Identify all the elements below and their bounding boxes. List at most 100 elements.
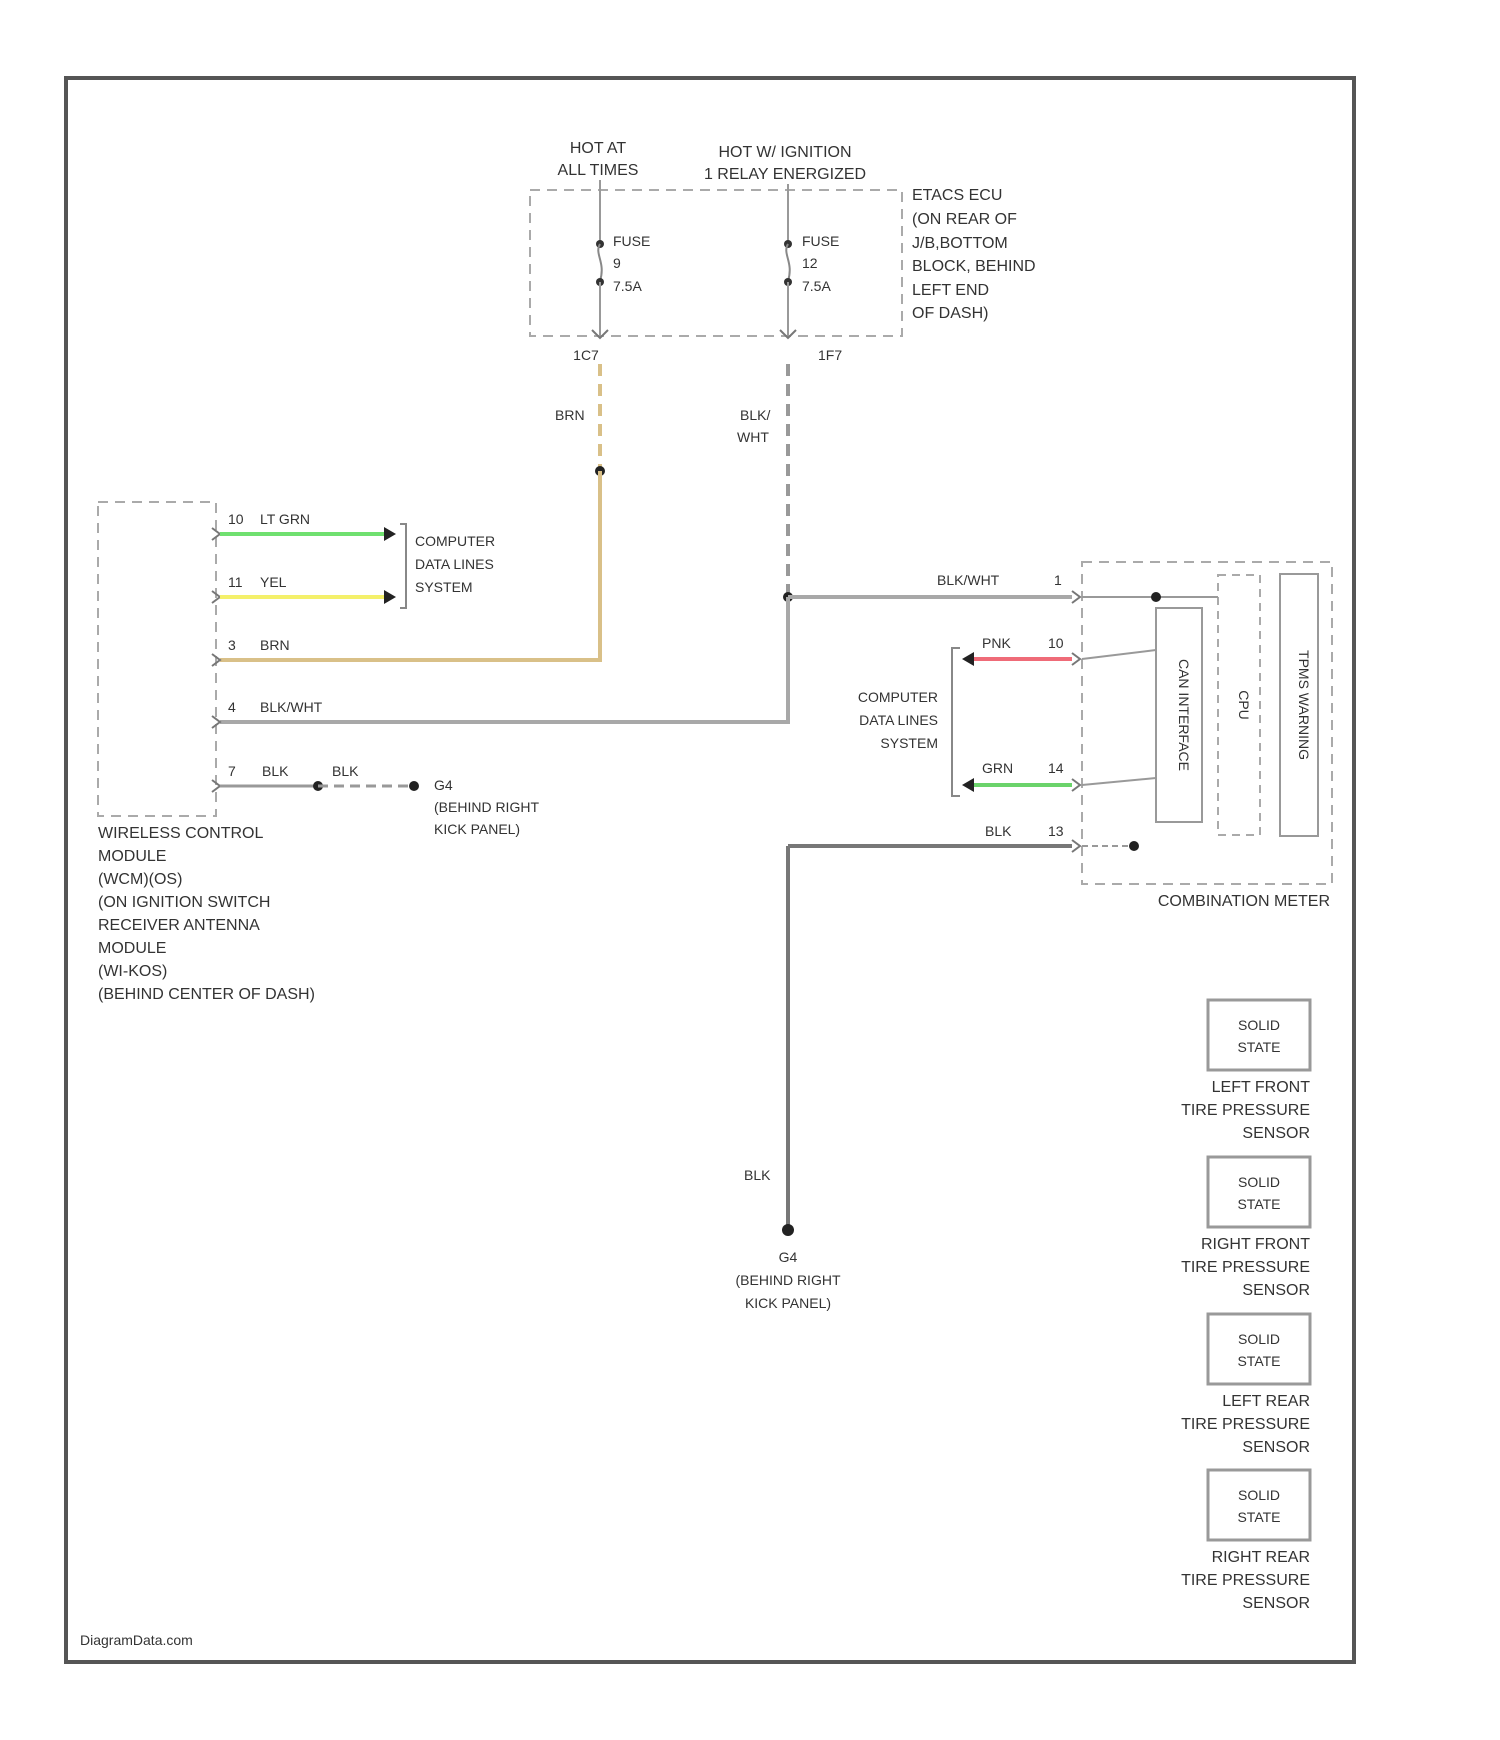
wcm-pin-3-color: BRN xyxy=(260,637,290,653)
sensor-box xyxy=(1208,1000,1310,1070)
tire-sensor-left-front: SOLID STATE LEFT FRONT TIRE PRESSURE SEN… xyxy=(1181,1000,1310,1142)
sensor-label-2: TIRE PRESSURE xyxy=(1181,1416,1310,1433)
brn-wire-label: BRN xyxy=(555,407,585,423)
sensor-label-1: RIGHT FRONT xyxy=(1201,1236,1310,1253)
fuse-a-terminal-label: 1C7 xyxy=(573,347,599,363)
wcm-data-lines-1: COMPUTER xyxy=(415,533,495,549)
meter-pin-13-label: 13 xyxy=(1048,823,1064,839)
wcm-data-lines-3: SYSTEM xyxy=(415,579,473,595)
fuse-b-element xyxy=(786,244,789,281)
wcm-name-7: (WI-KOS) xyxy=(98,963,167,980)
meter-pin-14-connector xyxy=(1072,779,1080,791)
fuse-a-label-3: 7.5A xyxy=(613,278,642,294)
combination-meter: CAN INTERFACE CPU TPMS WARNING 1 PNK 10 … xyxy=(858,562,1332,910)
sensor-state-1: SOLID xyxy=(1238,1487,1280,1503)
wcm-lt-grn-arrow xyxy=(384,527,396,541)
fuse-a-label-1: FUSE xyxy=(613,233,650,249)
main-ground-loc-2: KICK PANEL) xyxy=(745,1295,831,1311)
meter-pin-1-label: 1 xyxy=(1054,572,1062,588)
blk-wht-meter-label: BLK/WHT xyxy=(937,572,1000,588)
sensor-box xyxy=(1208,1314,1310,1384)
meter-pin-10-label: 10 xyxy=(1048,635,1064,651)
blk-wht-wire-label-1: BLK/ xyxy=(740,407,770,423)
meter-pnk-inner xyxy=(1082,650,1156,659)
meter-power-splice xyxy=(1151,592,1161,602)
wcm-name-3: (WCM)(OS) xyxy=(98,871,182,888)
wcm-name-2: MODULE xyxy=(98,848,166,865)
diagram-frame xyxy=(66,78,1354,1662)
sensor-state-2: STATE xyxy=(1237,1039,1280,1055)
main-ground-wire-label: BLK xyxy=(744,1167,771,1183)
wcm-pin-4-label: 4 xyxy=(228,699,236,715)
wireless-control-module: 10 LT GRN 11 YEL COMPUTER DATA LINES SYS… xyxy=(98,502,539,1003)
fuse-b-terminal-label: 1F7 xyxy=(818,347,842,363)
sensor-label-3: SENSOR xyxy=(1242,1282,1310,1299)
sensor-state-1: SOLID xyxy=(1238,1331,1280,1347)
sensor-box xyxy=(1208,1470,1310,1540)
fuse-a-label-2: 9 xyxy=(613,255,621,271)
sensor-label-2: TIRE PRESSURE xyxy=(1181,1259,1310,1276)
meter-data-lines-3: SYSTEM xyxy=(880,735,938,751)
wcm-name-4: (ON IGNITION SWITCH xyxy=(98,894,270,911)
sensor-box xyxy=(1208,1157,1310,1227)
main-ground-dot xyxy=(782,1224,794,1236)
wcm-pin-11-color: YEL xyxy=(260,574,287,590)
wcm-ground-loc-1: (BEHIND RIGHT xyxy=(434,799,539,815)
tire-sensor-left-rear: SOLID STATE LEFT REAR TIRE PRESSURE SENS… xyxy=(1181,1314,1310,1456)
meter-blk-color: BLK xyxy=(985,823,1012,839)
main-ground-loc-1: (BEHIND RIGHT xyxy=(736,1272,841,1288)
fuse-block: HOT AT ALL TIMES HOT W/ IGNITION 1 RELAY… xyxy=(530,140,1036,363)
tire-sensor-right-front: SOLID STATE RIGHT FRONT TIRE PRESSURE SE… xyxy=(1181,1157,1310,1299)
wcm-pin-3-label: 3 xyxy=(228,637,236,653)
wcm-ground-wire-label: BLK xyxy=(332,763,359,779)
fuse-block-desc-5: LEFT END xyxy=(912,282,989,299)
wcm-pin-4-color: BLK/WHT xyxy=(260,699,323,715)
meter-data-lines-2: DATA LINES xyxy=(859,712,938,728)
wcm-name-8: (BEHIND CENTER OF DASH) xyxy=(98,986,315,1003)
sensor-label-2: TIRE PRESSURE xyxy=(1181,1572,1310,1589)
wcm-pin-10-label: 10 xyxy=(228,511,244,527)
sensor-label-3: SENSOR xyxy=(1242,1439,1310,1456)
wcm-data-lines-2: DATA LINES xyxy=(415,556,494,572)
main-ground-id: G4 xyxy=(779,1249,798,1265)
fuse-block-desc-1: ETACS ECU xyxy=(912,187,1002,204)
meter-name: COMBINATION METER xyxy=(1158,893,1330,910)
sensor-label-3: SENSOR xyxy=(1242,1125,1310,1142)
hot-ign-relay-label-2: 1 RELAY ENERGIZED xyxy=(704,166,866,183)
fuse-b-label-3: 7.5A xyxy=(802,278,831,294)
wcm-pin-7-color: BLK xyxy=(262,763,289,779)
meter-grn-color: GRN xyxy=(982,760,1013,776)
wcm-pin-4-connector xyxy=(212,716,220,728)
wcm-name-5: RECEIVER ANTENNA xyxy=(98,917,260,934)
fuse-b-label-1: FUSE xyxy=(802,233,839,249)
sensor-state-2: STATE xyxy=(1237,1196,1280,1212)
meter-cpu-label: CPU xyxy=(1236,690,1252,720)
meter-data-lines-bracket xyxy=(952,648,960,796)
fuse-a-element xyxy=(598,244,601,281)
sensor-state-2: STATE xyxy=(1237,1509,1280,1525)
meter-pnk-color: PNK xyxy=(982,635,1011,651)
wcm-yel-arrow xyxy=(384,590,396,604)
tire-sensor-right-rear: SOLID STATE RIGHT REAR TIRE PRESSURE SEN… xyxy=(1181,1470,1310,1612)
fuse-block-outline xyxy=(530,190,902,336)
fuse-block-desc-6: OF DASH) xyxy=(912,305,988,322)
blk-wht-wire-label-2: WHT xyxy=(737,429,769,445)
hot-at-all-times-label-1: HOT AT xyxy=(570,140,627,157)
wcm-outline xyxy=(98,502,216,816)
sensor-label-1: LEFT FRONT xyxy=(1212,1079,1311,1096)
meter-warning-label: TPMS WARNING xyxy=(1296,650,1312,760)
hot-at-all-times-label-2: ALL TIMES xyxy=(558,162,639,179)
meter-data-lines-1: COMPUTER xyxy=(858,689,938,705)
meter-grn-arrow xyxy=(962,778,974,792)
meter-grn-inner xyxy=(1082,778,1156,785)
meter-pnk-arrow xyxy=(962,652,974,666)
sensor-label-1: LEFT REAR xyxy=(1222,1393,1310,1410)
meter-pin-10-connector xyxy=(1072,653,1080,665)
sensor-state-1: SOLID xyxy=(1238,1174,1280,1190)
wcm-ground-id: G4 xyxy=(434,777,453,793)
wcm-pin-10-connector xyxy=(212,528,220,540)
sensor-label-2: TIRE PRESSURE xyxy=(1181,1102,1310,1119)
meter-blk-inner-splice xyxy=(1129,841,1139,851)
fuse-block-desc-2: (ON REAR OF xyxy=(912,211,1017,228)
meter-can-label: CAN INTERFACE xyxy=(1176,659,1192,771)
